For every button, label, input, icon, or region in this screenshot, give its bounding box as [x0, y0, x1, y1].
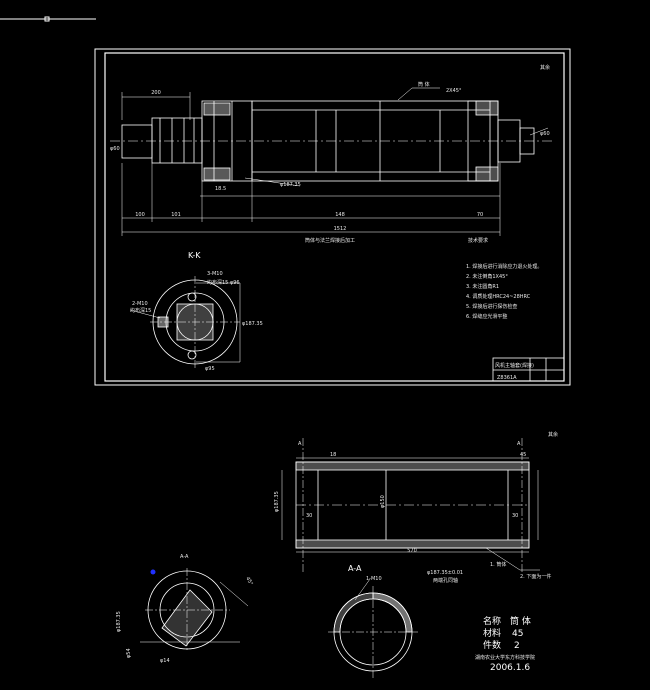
- svg-text:材料: 材料: [483, 627, 501, 639]
- dim-bore: φ150: [380, 495, 386, 508]
- svg-text:筒 体: 筒 体: [510, 615, 531, 627]
- dim-outer: φ187.35±0.01: [427, 570, 463, 576]
- dim-outer-left: φ187.35: [274, 491, 280, 512]
- roughness-note-top: 其余: [540, 64, 550, 71]
- svg-text:φ60: φ60: [110, 146, 120, 152]
- section-aa-label: A-A: [348, 564, 362, 573]
- svg-text:3-M10: 3-M10: [207, 271, 223, 277]
- svg-text:101: 101: [171, 212, 181, 218]
- svg-text:φ14: φ14: [160, 658, 170, 664]
- part-info-block: 名称 筒 体 材料 45 件数 2 湖南农业大学东方科技学院 2006.1.6: [475, 615, 535, 673]
- title-block-name: 风机主轴套(焊接): [495, 362, 534, 369]
- svg-text:φ187.35: φ187.35: [280, 182, 301, 188]
- svg-text:2. 未注倒角1X45°: 2. 未注倒角1X45°: [466, 273, 508, 280]
- svg-text:件数: 件数: [483, 639, 501, 651]
- svg-text:2-M10: 2-M10: [132, 301, 148, 307]
- tech-req-caption: 技术要求: [468, 237, 488, 244]
- crosshair-cursor-icon: [0, 16, 96, 22]
- svg-text:名称: 名称: [483, 615, 501, 627]
- svg-text:φ60: φ60: [540, 131, 550, 137]
- svg-text:45°: 45°: [244, 576, 254, 587]
- svg-text:1512: 1512: [334, 226, 347, 232]
- callout-2: 2. 下面为一件: [520, 573, 551, 580]
- svg-text:6. 焊缝应光滑平整: 6. 焊缝应光滑平整: [466, 313, 507, 320]
- technical-notes: 1. 焊接后进行消除应力退火处理。 2. 未注倒角1X45° 3. 未注圆角R1…: [466, 263, 542, 320]
- svg-text:200: 200: [151, 90, 161, 96]
- svg-text:均布深15: 均布深15: [130, 307, 151, 314]
- svg-text:φ187.35: φ187.35: [116, 611, 122, 632]
- svg-text:湖南农业大学东方科技学院: 湖南农业大学东方科技学院: [475, 654, 535, 661]
- title-block-code: Z8361A: [497, 375, 517, 381]
- weld-caption: 筒体与法兰焊接后加工: [305, 237, 355, 244]
- chamfer-callout: 2X45°: [446, 88, 462, 94]
- svg-text:φ95: φ95: [205, 366, 215, 372]
- tube-callout: 筒 体: [418, 81, 430, 88]
- section-kk-view: [129, 276, 241, 368]
- svg-text:30: 30: [512, 513, 518, 519]
- svg-text:2006.1.6: 2006.1.6: [490, 663, 530, 673]
- cut-marker-left: A: [298, 441, 302, 447]
- title-block-top: [492, 357, 565, 382]
- svg-text:148: 148: [335, 212, 345, 218]
- svg-text:30: 30: [306, 513, 312, 519]
- tube-detail-view: [281, 438, 540, 572]
- svg-text:18: 18: [330, 452, 336, 458]
- svg-text:18.5: 18.5: [215, 186, 226, 192]
- section-aa-ring-view: [328, 578, 418, 678]
- svg-text:70: 70: [477, 212, 483, 218]
- top-dimension-lines: [121, 87, 549, 236]
- svg-text:100: 100: [135, 212, 145, 218]
- svg-text:5. 焊接后进行探伤检查: 5. 焊接后进行探伤检查: [466, 303, 517, 310]
- svg-text:45: 45: [520, 452, 526, 458]
- dim-length: 570: [407, 548, 417, 554]
- svg-text:45: 45: [512, 629, 523, 639]
- svg-text:2: 2: [514, 641, 520, 651]
- sheet-border-top: [94, 48, 571, 386]
- svg-text:1. 焊接后进行消除应力退火处理。: 1. 焊接后进行消除应力退火处理。: [466, 263, 542, 270]
- selection-grip-icon[interactable]: [150, 569, 156, 575]
- svg-text:1-M10: 1-M10: [366, 576, 382, 582]
- svg-text:φ54: φ54: [126, 648, 132, 658]
- svg-text:3. 未注圆角R1: 3. 未注圆角R1: [466, 283, 499, 290]
- svg-text:4. 调质处理HRC24~28HRC: 4. 调质处理HRC24~28HRC: [466, 293, 531, 300]
- roughness-note-lower: 其余: [548, 431, 558, 438]
- callout-1: 1. 筒体: [490, 561, 506, 568]
- dim-note: 两端孔同轴: [433, 577, 458, 584]
- cut-marker-right: A: [517, 441, 521, 447]
- svg-text:φ187.35: φ187.35: [242, 321, 263, 327]
- top-dimension-texts: 200 100 101 148 1512 70 φ60 φ187.35 φ60 …: [110, 90, 550, 232]
- svg-text:均布深15 φ96: 均布深15 φ96: [207, 279, 240, 286]
- section-kk-label: K-K: [188, 251, 201, 260]
- section-aa-left-label: A-A: [180, 554, 189, 560]
- section-aa-left-view: [140, 568, 249, 652]
